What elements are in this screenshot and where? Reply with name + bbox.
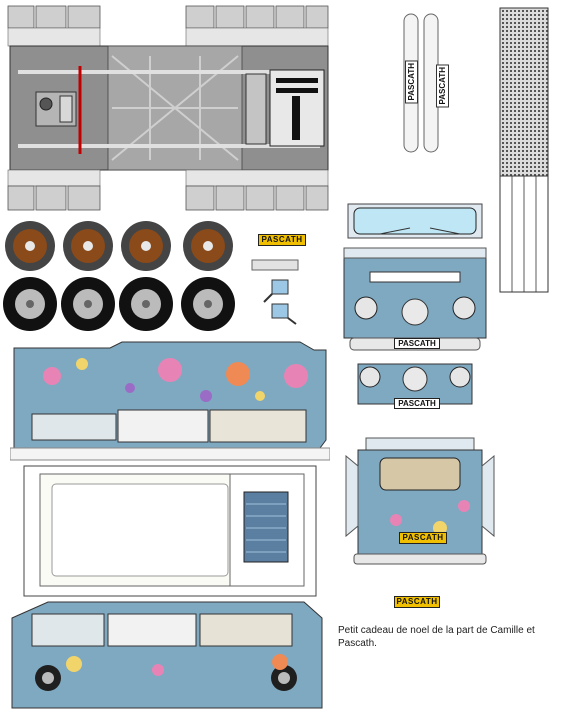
plate-front: PASCATH — [394, 338, 440, 349]
plate-vertical-right: PASCATH — [436, 64, 449, 108]
wheel-parts — [3, 221, 235, 331]
chassis-bottom-tabs — [7, 185, 329, 211]
plate-back: PASCATH — [399, 532, 447, 544]
side-panel-upper — [10, 341, 330, 461]
hubcaps — [5, 221, 233, 271]
front-face — [343, 203, 487, 405]
side-panel-lower — [11, 601, 323, 709]
gift-caption: Petit cadeau de noel de la part de Camil… — [338, 625, 535, 649]
flower-decals — [43, 358, 308, 402]
plate-loose: PASCATH — [394, 596, 440, 608]
plate-small-top: PASCATH — [258, 234, 306, 246]
grille-strip — [499, 7, 549, 293]
roof-panel — [23, 465, 317, 597]
chassis-top-tabs — [7, 5, 329, 29]
chassis-sheet — [7, 5, 329, 211]
plate-front-lower: PASCATH — [394, 398, 440, 409]
back-face — [345, 437, 495, 565]
plate-vertical-left: PASCATH — [405, 60, 418, 104]
tyres — [3, 277, 235, 331]
mirror-parts — [251, 259, 299, 325]
